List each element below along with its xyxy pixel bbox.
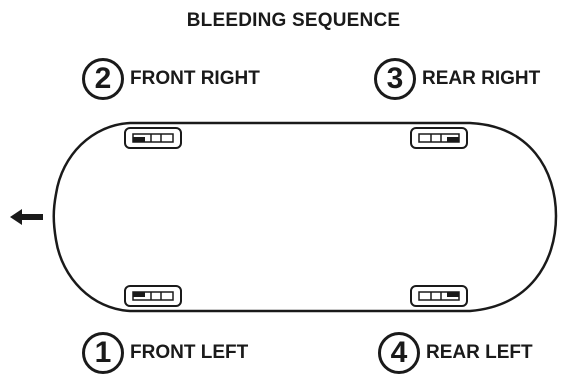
step-front-right: 2 FRONT RIGHT: [82, 58, 260, 100]
step-number-badge: 2: [82, 58, 124, 100]
step-rear-left: 4 REAR LEFT: [378, 332, 533, 374]
arrow-left-icon: [10, 209, 43, 225]
step-label: FRONT LEFT: [130, 342, 249, 363]
step-front-left: 1 FRONT LEFT: [82, 332, 248, 374]
brake-caliper-icon: [410, 285, 468, 307]
brake-caliper-icon: [410, 127, 468, 149]
step-label: REAR RIGHT: [422, 68, 541, 89]
diagram-title: BLEEDING SEQUENCE: [186, 10, 401, 31]
car-body-outline: [52, 121, 558, 313]
step-rear-right: 3 REAR RIGHT: [374, 58, 540, 100]
brake-caliper-icon: [124, 285, 182, 307]
step-label: FRONT RIGHT: [130, 68, 260, 89]
step-label: REAR LEFT: [426, 342, 533, 363]
step-number-badge: 1: [82, 332, 124, 374]
step-number-badge: 4: [378, 332, 420, 374]
brake-caliper-icon: [124, 127, 182, 149]
step-number-badge: 3: [374, 58, 416, 100]
